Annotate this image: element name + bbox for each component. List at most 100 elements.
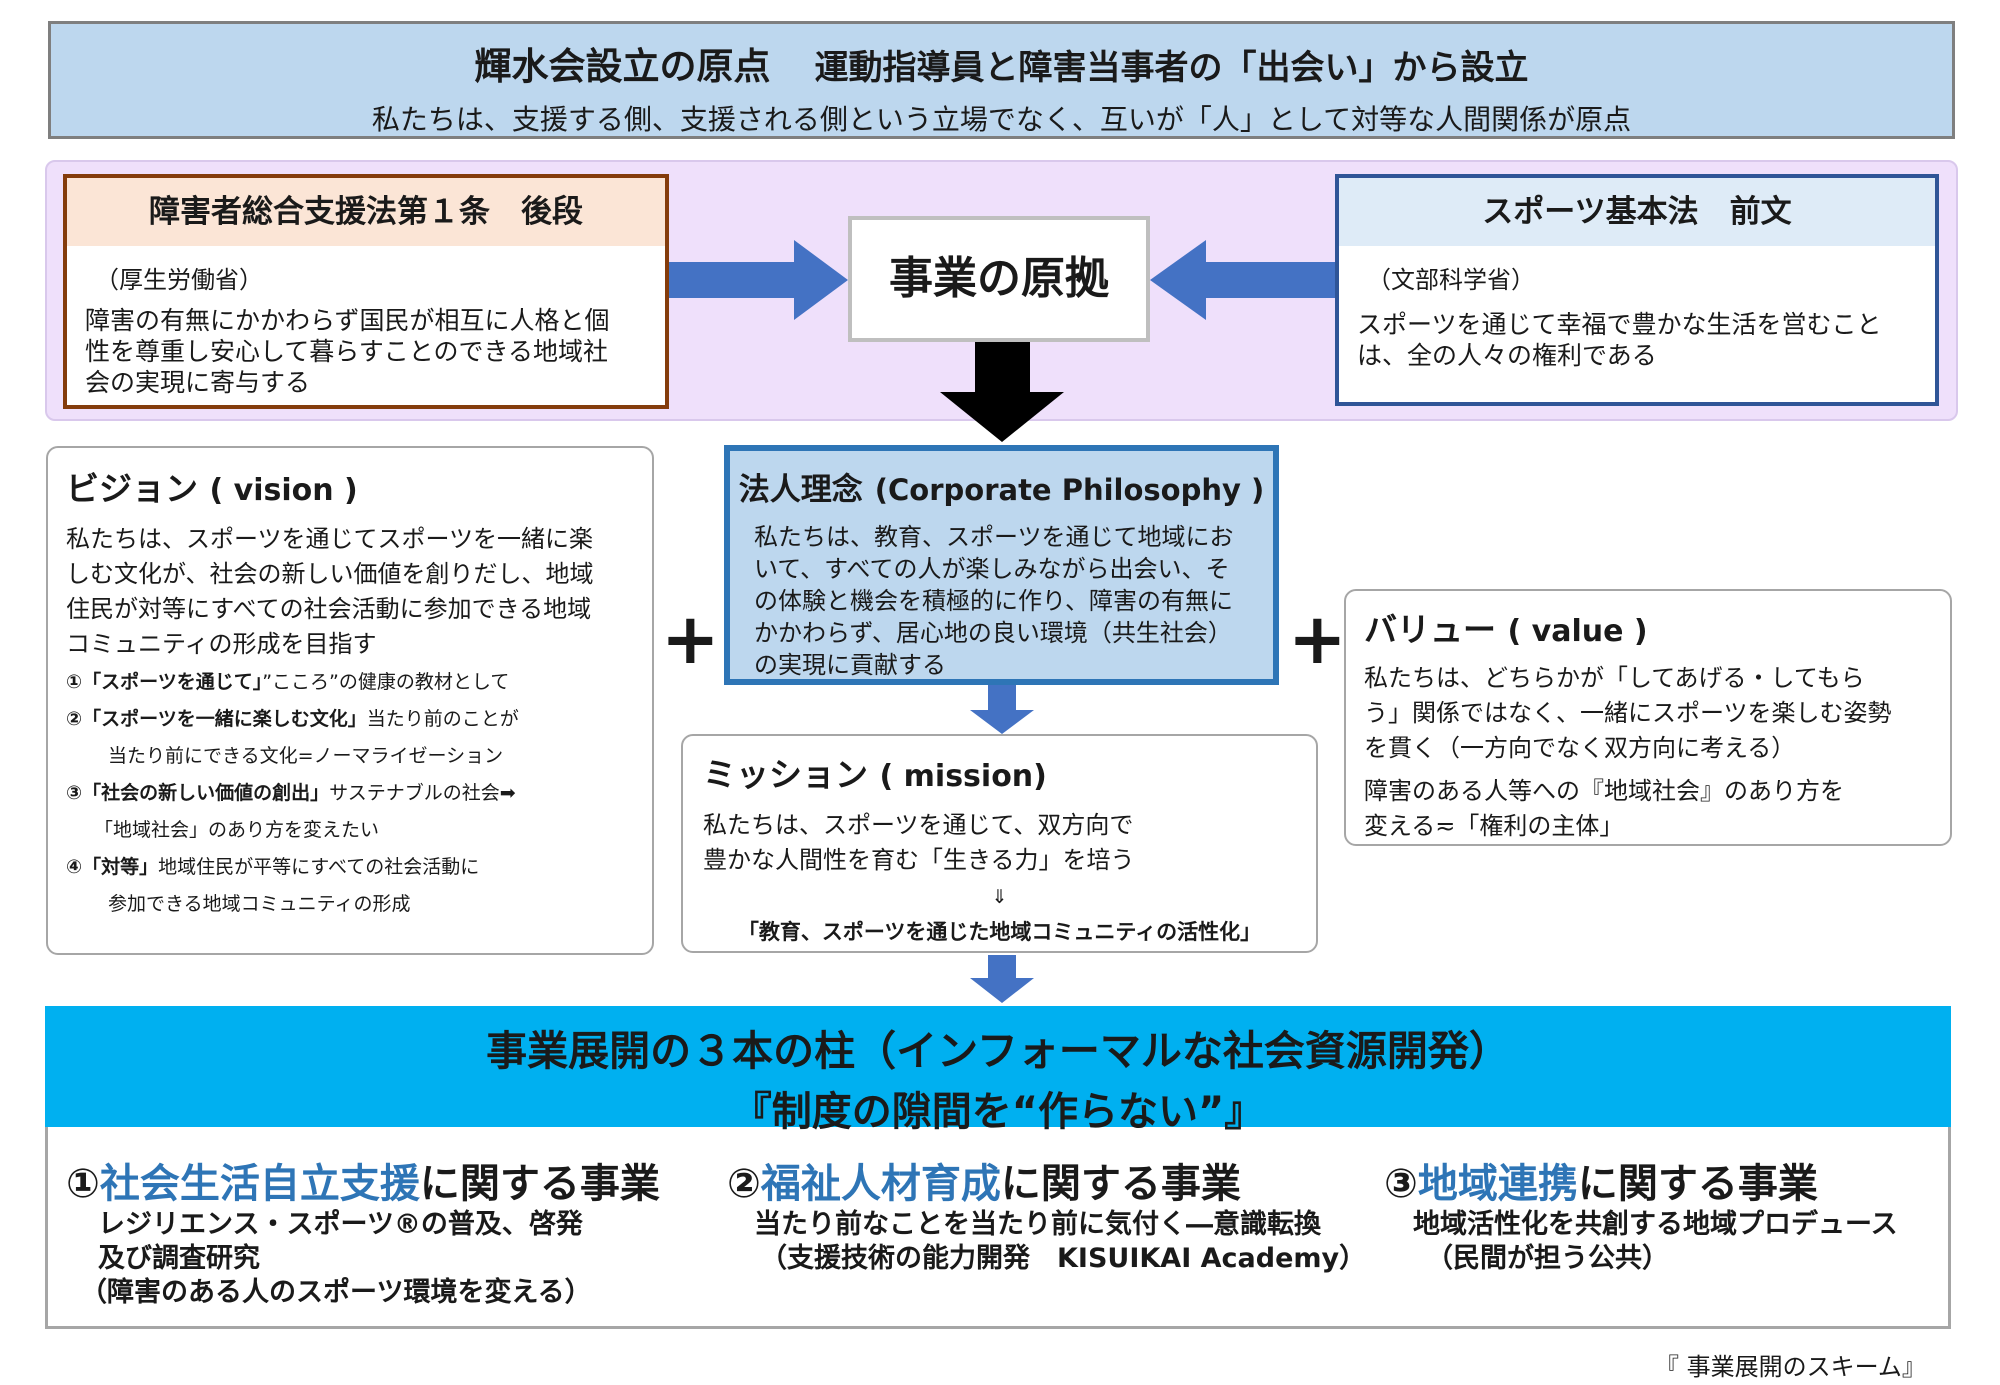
pillar-number: ③ bbox=[1384, 1161, 1418, 1207]
mission-title-ja: ミッション bbox=[703, 755, 868, 794]
vision-item-key: ③「社会の新しい価値の創出」 bbox=[66, 782, 330, 804]
pillar-highlight: 社会生活自立支援 bbox=[99, 1161, 420, 1207]
arrow-down-blue-icon bbox=[970, 955, 1034, 1003]
pillar-number: ② bbox=[727, 1161, 761, 1207]
law-box-text: スポーツを通じて幸福で豊かな生活を営むこと は、全の人々の権利である bbox=[1357, 309, 1917, 371]
vision-title-en: ( vision ) bbox=[209, 473, 358, 508]
value-title-en: ( value ) bbox=[1507, 614, 1648, 649]
law-box-title: スポーツ基本法 前文 bbox=[1339, 178, 1935, 246]
law-text-line: は、全の人々の権利である bbox=[1357, 341, 1657, 370]
law-box-disability-support: 障害者総合支援法第１条 後段 （厚生労働省） 障害の有無にかかわらず国民が相互に… bbox=[63, 174, 669, 409]
banner-title: 輝水会設立の原点 bbox=[474, 45, 771, 88]
value-line: 私たちは、どちらかが「してあげる・してもら bbox=[1364, 664, 1865, 692]
arrow-down-black-icon bbox=[940, 342, 1064, 442]
mission-card: ミッション ( mission) 私たちは、スポーツを通じて、双方向で 豊かな人… bbox=[681, 734, 1318, 953]
law-text-line: 性を尊重し安心して暮らすことのできる地域社 bbox=[85, 337, 609, 366]
plus-sign-left: + bbox=[661, 598, 720, 680]
vision-item-text: サステナブルの社会➡ bbox=[329, 782, 516, 804]
arrow-left-icon bbox=[1150, 240, 1335, 320]
figure-caption: 『 事業展開のスキーム』 bbox=[1655, 1353, 1926, 1381]
vision-item: ④「対等」地域住民が平等にすべての社会活動に bbox=[66, 849, 652, 886]
mission-line: 私たちは、スポーツを通じて、双方向で bbox=[703, 811, 1134, 839]
vision-item-cont: 参加できる地域コミュニティの形成 bbox=[108, 893, 411, 915]
philosophy-line: の体験と機会を積極的に作り、障害の有無に bbox=[754, 587, 1234, 615]
pillar-highlight: 福祉人材育成 bbox=[760, 1161, 1001, 1207]
pillar-2-sub-1: 当たり前なことを当たり前に気付く―意識転換 bbox=[754, 1209, 1321, 1240]
top-banner: 輝水会設立の原点 運動指導員と障害当事者の「出会い」から設立 私たちは、支援する側… bbox=[48, 21, 1955, 139]
arrow-right-icon bbox=[669, 240, 848, 320]
banner-subtitle: 運動指導員と障害当事者の「出会い」から設立 bbox=[814, 48, 1529, 88]
law-box-ministry: （文部科学省） bbox=[1367, 266, 1535, 294]
vision-item-cont: 「地域社会」のあり方を変えたい bbox=[94, 819, 380, 841]
vision-title: ビジョン ( vision ) bbox=[66, 462, 652, 510]
pillar-3-sub-1: 地域活性化を共創する地域プロデュース bbox=[1413, 1209, 1898, 1240]
mission-text: 私たちは、スポーツを通じて、双方向で 豊かな人間性を育む「生きる力」を培う bbox=[703, 808, 1316, 878]
mission-goal: 「教育、スポーツを通じた地域コミュニティの活性化」 bbox=[737, 920, 1262, 944]
law-box-text: 障害の有無にかかわらず国民が相互に人格と個 性を尊重し安心して暮らすことのできる… bbox=[85, 305, 647, 398]
value-title-ja: バリュー bbox=[1364, 610, 1496, 649]
vision-item: ①「スポーツを通じて」”こころ”の健康の教材として bbox=[66, 664, 652, 701]
value-line: を貫く（一方向でなく双方向に考える） bbox=[1364, 734, 1796, 762]
vision-title-ja: ビジョン bbox=[66, 469, 198, 508]
pillar-rest: に関する事業 bbox=[1577, 1161, 1818, 1207]
vision-card: ビジョン ( vision ) 私たちは、スポーツを通じてスポーツを一緒に楽 し… bbox=[46, 446, 654, 955]
three-pillars-box: 事業展開の３本の柱（インフォーマルな社会資源開発） 『制度の隙間を“作らない”』… bbox=[45, 1006, 1951, 1329]
law-text-line: 障害の有無にかかわらず国民が相互に人格と個 bbox=[85, 306, 610, 335]
philosophy-line: 私たちは、教育、スポーツを通じて地域にお bbox=[754, 523, 1234, 551]
vision-item-key: ②「スポーツを一緒に楽しむ文化」 bbox=[66, 708, 367, 730]
vision-item-text: 当たり前のことが bbox=[366, 708, 519, 730]
vision-item-text: ”こころ”の健康の教材として bbox=[262, 671, 510, 693]
law-box-sports-basic: スポーツ基本法 前文 （文部科学省） スポーツを通じて幸福で豊かな生活を営むこと… bbox=[1335, 174, 1939, 406]
value-line: う」関係ではなく、一緒にスポーツを楽しむ姿勢 bbox=[1364, 699, 1892, 727]
pillar-rest: に関する事業 bbox=[1000, 1161, 1241, 1207]
law-box-ministry: （厚生労働省） bbox=[95, 266, 263, 294]
vision-item: ③「社会の新しい価値の創出」サステナブルの社会➡ bbox=[66, 775, 652, 812]
plus-sign-right: + bbox=[1288, 598, 1347, 680]
pillar-number: ① bbox=[66, 1161, 100, 1207]
philosophy-title-ja: 法人理念 bbox=[738, 472, 863, 508]
vision-line: 住民が対等にすべての社会活動に参加できる地域 bbox=[66, 595, 592, 623]
pillar-highlight: 地域連携 bbox=[1417, 1161, 1578, 1207]
mission-down-arrow: ⇓ bbox=[991, 886, 1008, 908]
vision-item: ②「スポーツを一緒に楽しむ文化」当たり前のことが bbox=[66, 701, 652, 738]
mission-title: ミッション ( mission) bbox=[703, 748, 1316, 796]
law-text-line: スポーツを通じて幸福で豊かな生活を営むこと bbox=[1357, 310, 1882, 339]
banner-statement: 私たちは、支援する側、支援される側という立場でなく、互いが「人」として対等な人間… bbox=[371, 103, 1632, 136]
arrow-down-blue-icon bbox=[970, 685, 1034, 734]
pillar-1-sub-2: 及び調査研究 bbox=[98, 1243, 260, 1274]
value-text-2: 障害のある人等への『地域社会』のあり方を 変える≂「権利の主体」 bbox=[1364, 774, 1950, 844]
vision-line: しむ文化が、社会の新しい価値を創りだし、地域 bbox=[66, 560, 594, 588]
vision-line: コミュニティの形成を目指す bbox=[66, 630, 377, 658]
vision-item-key: ④「対等」 bbox=[66, 856, 159, 878]
pillars-subtitle: 『制度の隙間を“作らない”』 bbox=[731, 1089, 1265, 1135]
pillar-rest: に関する事業 bbox=[419, 1161, 660, 1207]
vision-text: 私たちは、スポーツを通じてスポーツを一緒に楽 しむ文化が、社会の新しい価値を創り… bbox=[66, 522, 652, 662]
value-card: バリュー ( value ) 私たちは、どちらかが「してあげる・してもら う」関… bbox=[1344, 589, 1952, 846]
value-title: バリュー ( value ) bbox=[1364, 603, 1950, 651]
value-line: 変える≂「権利の主体」 bbox=[1364, 812, 1624, 840]
pillar-3-title: ③地域連携に関する事業 bbox=[1384, 1151, 1818, 1209]
vision-items: ①「スポーツを通じて」”こころ”の健康の教材として ②「スポーツを一緒に楽しむ文… bbox=[66, 664, 652, 923]
philosophy-title-en: (Corporate Philosophy ) bbox=[874, 473, 1265, 507]
mission-title-en: ( mission) bbox=[879, 759, 1047, 794]
philosophy-text: 私たちは、教育、スポーツを通じて地域にお いて、すべての人が楽しみながら出会い、… bbox=[754, 521, 1273, 681]
mission-line: 豊かな人間性を育む「生きる力」を培う bbox=[703, 846, 1135, 874]
law-box-title: 障害者総合支援法第１条 後段 bbox=[67, 178, 665, 246]
philosophy-line: かかわらず、居心地の良い環境（共生社会） bbox=[754, 619, 1232, 647]
vision-item-key: ①「スポーツを通じて」 bbox=[66, 671, 263, 693]
vision-line: 私たちは、スポーツを通じてスポーツを一緒に楽 bbox=[66, 525, 594, 553]
philosophy-title: 法人理念 (Corporate Philosophy ) bbox=[730, 464, 1273, 509]
banner-heading: 輝水会設立の原点 運動指導員と障害当事者の「出会い」から設立 bbox=[51, 36, 1952, 90]
pillar-3-sub-2: （民間が担う公共） bbox=[1426, 1243, 1669, 1274]
pillars-title: 事業展開の３本の柱（インフォーマルな社会資源開発） bbox=[486, 1027, 1510, 1075]
pillar-2-sub-2: （支援技術の能力開発 KISUIKAI Academy） bbox=[760, 1243, 1367, 1274]
value-line: 障害のある人等への『地域社会』のあり方を bbox=[1364, 777, 1844, 805]
pillars-header: 事業展開の３本の柱（インフォーマルな社会資源開発） 『制度の隙間を“作らない”』 bbox=[45, 1006, 1951, 1135]
value-text: 私たちは、どちらかが「してあげる・してもら う」関係ではなく、一緒にスポーツを楽… bbox=[1364, 661, 1950, 766]
philosophy-line: の実現に貢献する bbox=[754, 651, 946, 679]
pillar-2-title: ②福祉人材育成に関する事業 bbox=[727, 1151, 1241, 1209]
pillar-1-sub-1: レジリエンス・スポーツ®の普及、啓発 bbox=[98, 1209, 583, 1240]
business-basis-box: 事業の原拠 bbox=[848, 216, 1150, 342]
corporate-philosophy-box: 法人理念 (Corporate Philosophy ) 私たちは、教育、スポーツ… bbox=[724, 445, 1279, 685]
pillar-1-sub-3: （障害のある人のスポーツ環境を変える） bbox=[80, 1277, 592, 1308]
